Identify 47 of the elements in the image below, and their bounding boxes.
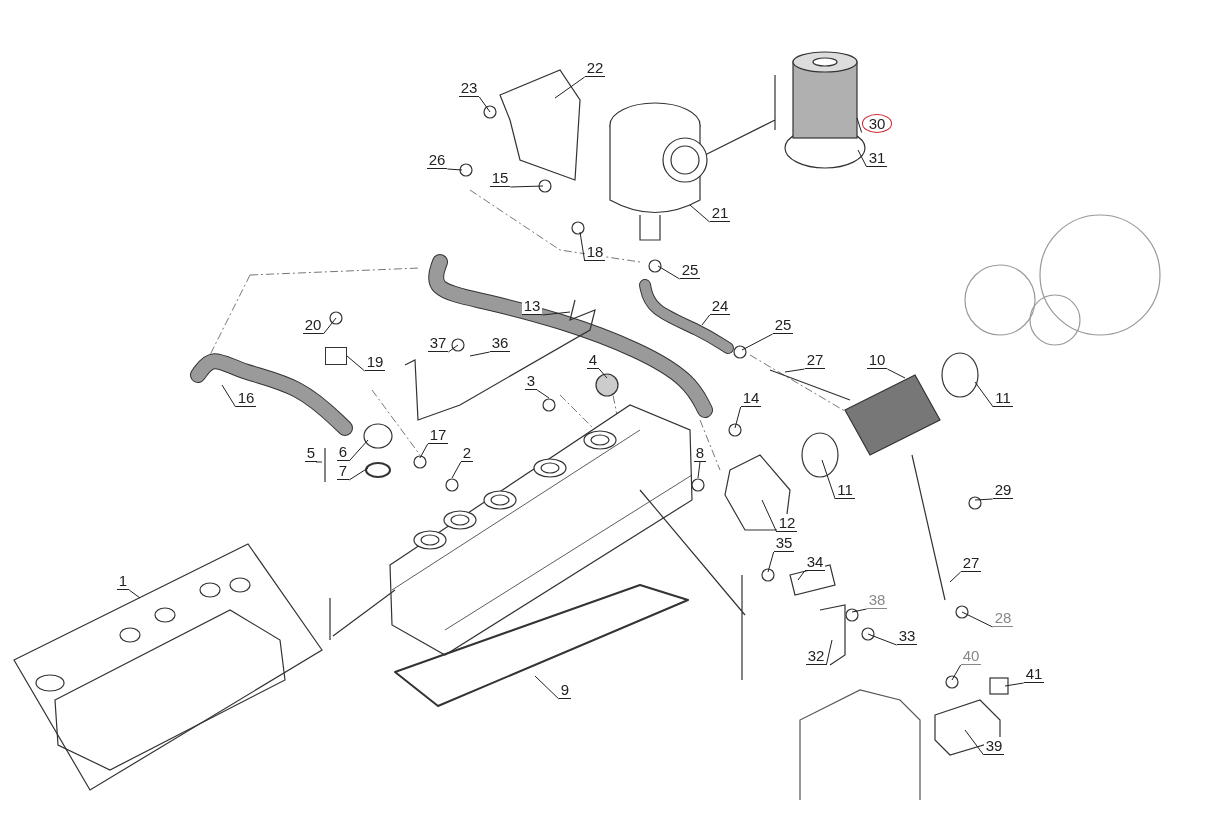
leader-line [797, 570, 806, 581]
leader-line [961, 611, 994, 628]
leader-line [964, 729, 985, 756]
leader-line [851, 608, 868, 613]
leader-line [974, 498, 994, 501]
leader-line [657, 265, 681, 280]
leader-line [348, 439, 369, 462]
leader-line [1004, 682, 1025, 687]
leader-line [419, 443, 429, 459]
leader-line [554, 76, 586, 99]
callout-number: 12 [776, 514, 798, 532]
leader-line [451, 461, 462, 479]
leader-line [767, 551, 775, 573]
leader-line [856, 117, 863, 133]
leader-line [867, 633, 898, 646]
leader-line [761, 499, 778, 533]
leader-line [951, 664, 962, 681]
leader-line [734, 406, 742, 429]
leader-line [784, 368, 806, 373]
callout-number: 39 [983, 737, 1005, 755]
leader-line [128, 589, 141, 599]
leader-line [974, 381, 994, 408]
leader-line [469, 351, 491, 357]
callout-number: 30 [861, 113, 893, 133]
leader-line [447, 344, 459, 353]
leader-line [534, 675, 560, 700]
leader-line [221, 384, 237, 408]
leader-line [886, 368, 906, 379]
leader-line [579, 231, 586, 262]
leader-line [697, 461, 701, 479]
leader-line [348, 467, 369, 481]
leader-line [949, 571, 962, 583]
leader-line [536, 389, 550, 399]
leader-line [598, 368, 608, 379]
leader-line [346, 355, 366, 372]
leader-line [322, 317, 337, 335]
leader-line [541, 311, 571, 316]
leader-line [446, 168, 463, 171]
leader-line [821, 459, 836, 500]
leader-line [478, 96, 491, 113]
bracket-part [325, 347, 347, 365]
leader-line [509, 185, 544, 188]
leader-line [825, 639, 833, 666]
leader-line [701, 314, 711, 326]
leader-line [689, 204, 711, 223]
leader-line [741, 333, 774, 351]
leader-line [857, 149, 868, 168]
